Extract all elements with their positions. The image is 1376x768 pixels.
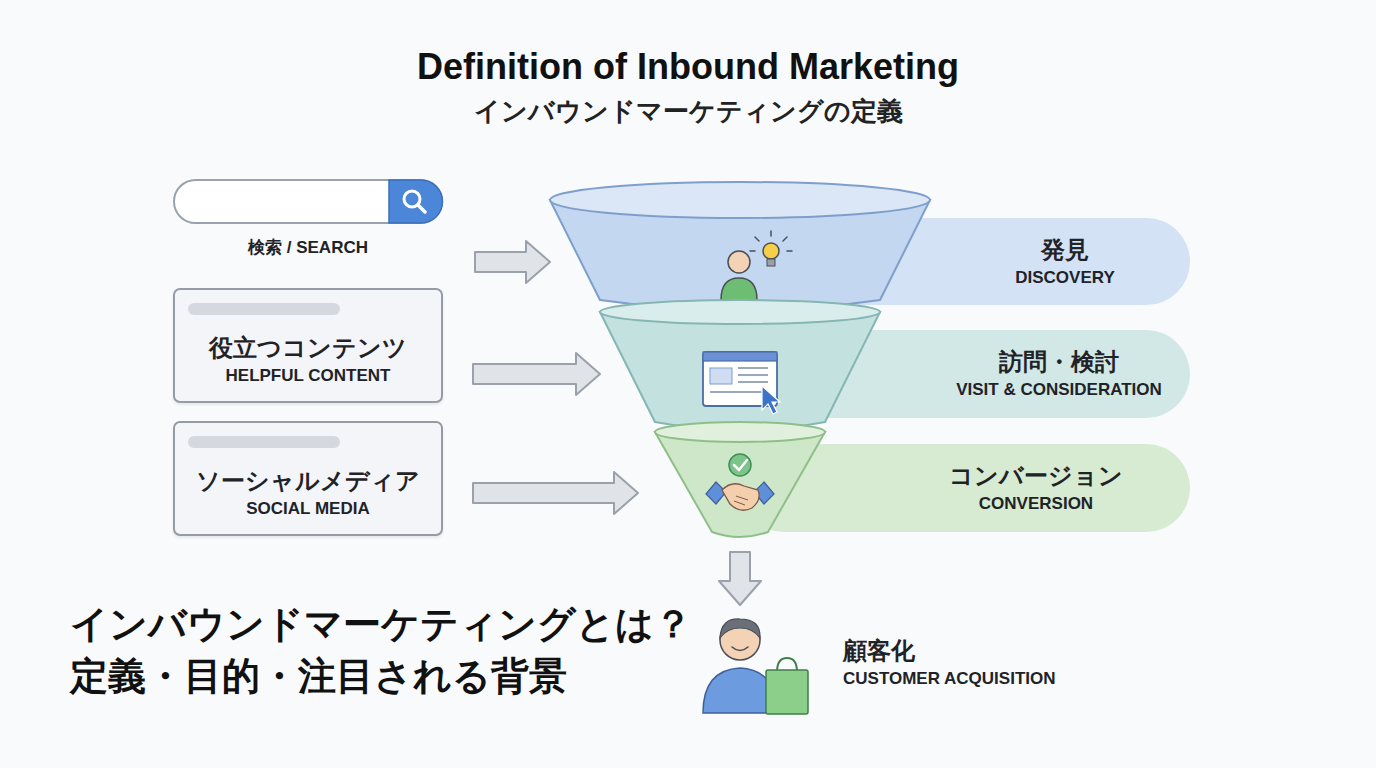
node-subheading: SOCIAL MEDIA	[246, 497, 369, 521]
cursor-icon	[762, 386, 780, 414]
flow-arrow	[719, 552, 761, 605]
source-box: ソーシャルメディアSOCIAL MEDIA	[173, 421, 443, 536]
funnel-rim	[600, 300, 880, 324]
flow-arrow	[473, 353, 600, 395]
check-icon	[729, 454, 751, 476]
node-heading: 役立つコンテンツ	[209, 332, 407, 364]
lightbulb-icon	[763, 243, 779, 259]
funnel-stage: 訪問・検討VISIT & CONSIDERATION	[598, 300, 1190, 420]
node-subheading: CONVERSION	[979, 492, 1093, 516]
check-mark	[734, 460, 747, 470]
node-heading: 訪問・検討	[999, 346, 1119, 378]
customer-figure: 顧客化CUSTOMER ACQUISITION	[695, 612, 1095, 718]
placeholder-bar	[188, 303, 340, 315]
customer-smile	[732, 647, 748, 651]
search-input: 検索 / SEARCH	[173, 178, 445, 264]
title: Definition of Inbound Marketing	[0, 46, 1376, 88]
handshake-fingers	[734, 496, 748, 505]
node-subheading: DISCOVERY	[1015, 266, 1115, 290]
funnel-segment	[655, 432, 825, 537]
lightbulb-ray	[787, 250, 792, 252]
node-subheading: VISIT & CONSIDERATION	[956, 378, 1162, 402]
node-subheading: CUSTOMER ACQUISITION	[843, 667, 1056, 691]
customer-hair	[720, 619, 760, 638]
node-heading: 発見	[1041, 234, 1089, 266]
browser-bar	[703, 352, 777, 361]
node-heading: 検索 / SEARCH	[248, 232, 368, 264]
funnel-segment	[600, 312, 880, 430]
node-shape	[548, 180, 1190, 307]
node-heading: コンバージョン	[949, 460, 1123, 492]
search-button	[389, 180, 443, 223]
lightbulb-ray	[770, 231, 772, 236]
person-icon	[721, 278, 757, 300]
funnel-stage: 発見DISCOVERY	[548, 180, 1190, 307]
node-heading: 顧客化	[843, 635, 915, 667]
magnifier-handle	[418, 205, 425, 212]
lightbulb-base	[767, 259, 775, 266]
person-head	[728, 251, 750, 273]
shopping-bag	[766, 670, 808, 714]
node-shape	[695, 612, 1095, 718]
funnel-rim	[550, 182, 930, 218]
browser-line	[738, 367, 768, 369]
source-box: 役立つコンテンツHELPFUL CONTENT	[173, 288, 443, 403]
browser-line	[738, 374, 768, 376]
caption: インバウンドマーケティングとは？ 定義・目的・注目される背景	[70, 598, 710, 702]
node-subheading: HELPFUL CONTENT	[226, 364, 391, 388]
placeholder-bar	[188, 436, 340, 448]
flow-arrow	[473, 472, 638, 514]
handshake-hands	[722, 484, 759, 511]
subtitle: インバウンドマーケティングの定義	[0, 94, 1376, 129]
lightbulb-ray	[755, 237, 759, 241]
browser-line	[738, 381, 768, 383]
node-heading: ソーシャルメディア	[196, 465, 420, 497]
lightbulb-ray	[783, 237, 787, 241]
funnel-stage: コンバージョンCONVERSION	[636, 420, 1190, 540]
search-bar	[174, 180, 442, 223]
flow-arrow	[475, 241, 550, 283]
funnel-rim	[655, 422, 825, 442]
browser-image	[710, 368, 732, 384]
browser-line	[710, 391, 768, 393]
lightbulb-ray	[750, 250, 755, 252]
